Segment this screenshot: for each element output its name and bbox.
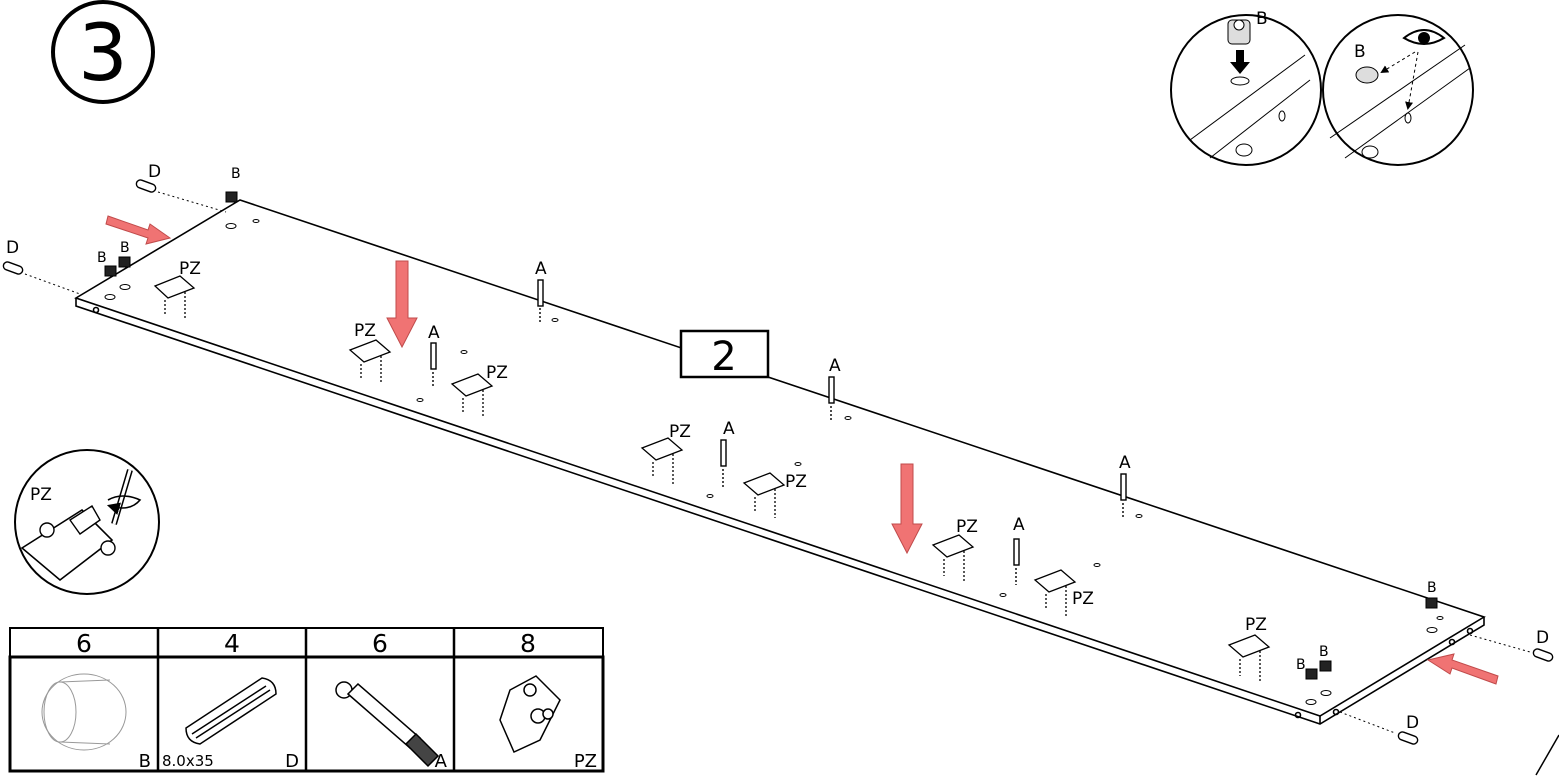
cam-lock-icon bbox=[118, 256, 131, 290]
down-arrow-icon bbox=[1230, 50, 1250, 74]
detail-label: B bbox=[1354, 42, 1366, 62]
detail-label: B bbox=[1256, 9, 1268, 29]
cam-pin-icon bbox=[1120, 473, 1127, 517]
dowel-label: D bbox=[1536, 628, 1549, 648]
pin-label: A bbox=[428, 323, 440, 343]
cam-pin-group bbox=[430, 279, 1127, 585]
parts-table bbox=[8, 627, 605, 773]
cam-pin-icon bbox=[1013, 538, 1020, 585]
cam-lock-icon bbox=[225, 191, 238, 229]
cam-pin-icon bbox=[430, 342, 437, 388]
part-letter: PZ bbox=[574, 751, 597, 772]
dowel-label: D bbox=[1406, 713, 1419, 733]
hinge-plate-icon bbox=[153, 275, 196, 318]
drill-holes bbox=[252, 219, 1444, 620]
dowel-label: D bbox=[148, 162, 161, 182]
dowel-d-group bbox=[2, 179, 1554, 745]
cam-orientation-detail: B bbox=[1322, 14, 1474, 166]
cam-label: B bbox=[1319, 644, 1329, 660]
cam-lock-icon bbox=[1227, 19, 1251, 45]
part-count: 6 bbox=[76, 629, 92, 658]
cam-lock-icon bbox=[1355, 66, 1379, 84]
dowel-icon bbox=[2, 261, 81, 295]
hinge-plate-icon bbox=[450, 373, 494, 418]
arrow-icon bbox=[1426, 653, 1499, 685]
eye-icon bbox=[1402, 29, 1446, 45]
pz-label: PZ bbox=[669, 422, 691, 442]
cam-lock-icon bbox=[1425, 597, 1438, 633]
cam-pin-icon bbox=[828, 376, 835, 420]
pz-label: PZ bbox=[354, 321, 376, 341]
cam-lock-icon bbox=[104, 265, 117, 300]
arrow-icon bbox=[891, 463, 923, 555]
pz-label: PZ bbox=[486, 363, 508, 383]
part-letter: A bbox=[435, 751, 448, 772]
cam-pin-icon bbox=[720, 439, 727, 488]
cam-label: B bbox=[97, 250, 107, 266]
cam-insert-detail: B bbox=[1170, 9, 1322, 166]
screwdriver-detail: PZ bbox=[14, 449, 160, 595]
cam-lock-icon bbox=[1319, 660, 1332, 696]
hinge-plate-icon bbox=[742, 472, 786, 518]
panel-board bbox=[74, 199, 1486, 725]
hinge-plate-icon bbox=[931, 534, 975, 582]
pin-label: A bbox=[829, 356, 841, 376]
cam-label: B bbox=[120, 240, 130, 256]
pin-label: A bbox=[535, 259, 547, 279]
hinge-plate-icon bbox=[499, 675, 561, 754]
dowel-icon bbox=[135, 179, 227, 213]
dowel-label: D bbox=[6, 238, 19, 258]
pz-label: PZ bbox=[785, 472, 807, 492]
hinge-plate-icon bbox=[20, 505, 116, 582]
cam-pin-icon bbox=[335, 681, 440, 768]
pz-label: PZ bbox=[179, 259, 201, 279]
corner-mark bbox=[1535, 734, 1559, 776]
hinge-plate-icon bbox=[1227, 634, 1271, 682]
cam-lock-group bbox=[104, 191, 1438, 705]
cam-label: B bbox=[1427, 580, 1437, 596]
dowel-icon bbox=[1469, 634, 1554, 662]
cam-label: B bbox=[1296, 657, 1306, 673]
arrow-icon bbox=[386, 260, 418, 349]
hinge-plate-group bbox=[153, 275, 1271, 682]
dowel-icon bbox=[1339, 711, 1419, 745]
pz-label: PZ bbox=[956, 517, 978, 537]
part-letter: B bbox=[139, 751, 151, 772]
panel-number-box: 2 bbox=[679, 329, 770, 380]
cam-lock-icon bbox=[41, 673, 127, 751]
pin-label: A bbox=[1119, 453, 1131, 473]
detail-label: PZ bbox=[30, 485, 52, 505]
step-badge: 3 bbox=[51, 0, 155, 104]
hinge-plate-icon bbox=[348, 339, 392, 384]
hinge-plate-icon bbox=[640, 437, 684, 484]
arrow-icon bbox=[105, 215, 172, 245]
pz-label: PZ bbox=[1072, 589, 1094, 609]
pin-label: A bbox=[723, 419, 735, 439]
step-number: 3 bbox=[78, 9, 128, 99]
part-count: 6 bbox=[372, 629, 388, 658]
cam-label: B bbox=[231, 166, 241, 182]
screwdriver-icon bbox=[106, 469, 142, 525]
part-letter: D bbox=[285, 751, 299, 772]
direction-arrows bbox=[105, 215, 1499, 685]
cam-lock-icon bbox=[1305, 668, 1318, 705]
panel-number: 2 bbox=[711, 334, 736, 380]
wood-dowel-icon bbox=[185, 677, 277, 745]
cam-pin-icon bbox=[537, 279, 544, 322]
part-count: 4 bbox=[224, 629, 240, 658]
pin-label: A bbox=[1013, 515, 1025, 535]
part-size: 8.0x35 bbox=[162, 752, 214, 770]
hinge-plate-icon bbox=[1033, 569, 1077, 616]
pz-label: PZ bbox=[1245, 615, 1267, 635]
part-count: 8 bbox=[520, 629, 536, 658]
